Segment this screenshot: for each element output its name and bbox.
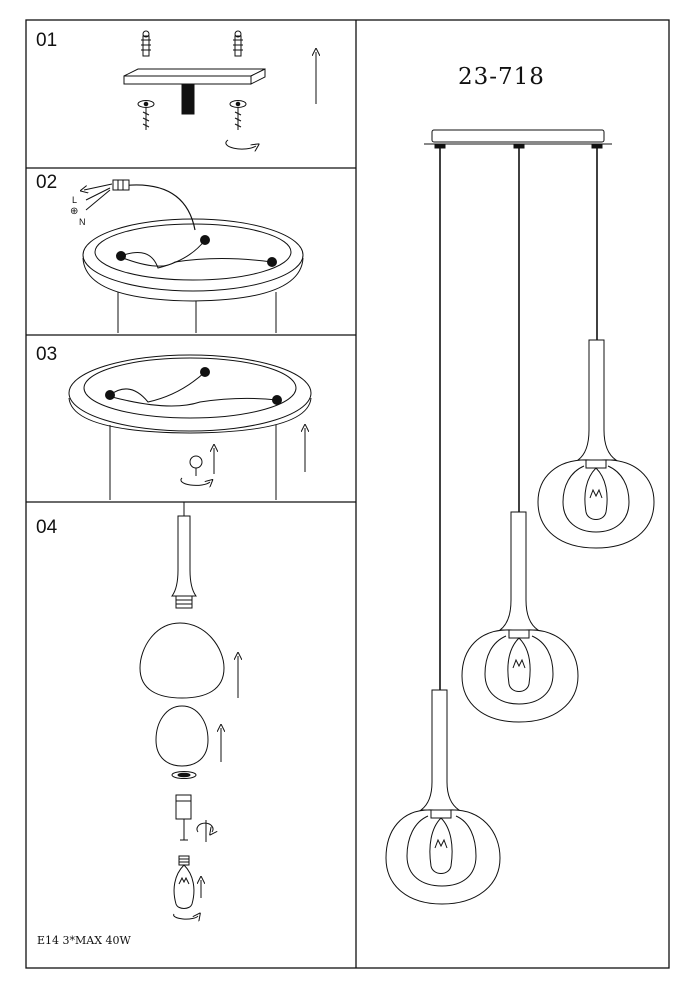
wall-plug-icon	[233, 30, 243, 57]
step-01-label: 01	[36, 30, 58, 51]
rotate-arrow-icon	[196, 822, 213, 832]
wire-earth-label: ⊕	[70, 206, 78, 217]
step-02-label: 02	[36, 172, 58, 193]
rotate-arrow-icon	[180, 477, 210, 485]
ceiling-plate	[424, 129, 612, 149]
model-number: 23-718	[458, 64, 545, 90]
fixing-nut-icon	[189, 455, 203, 476]
pendant-lamp-middle	[461, 511, 579, 723]
pendant-lamp-right	[537, 339, 655, 549]
rotate-arrow-icon	[173, 914, 198, 919]
panel-frame	[25, 19, 670, 969]
step-04-diagram	[139, 502, 238, 919]
step-01-diagram	[123, 30, 316, 149]
step-04-label: 04	[36, 517, 58, 538]
candle-bulb-icon	[173, 855, 195, 909]
wire-live-label: L	[72, 195, 77, 205]
step-03-diagram	[68, 354, 312, 500]
outer-glass-shade	[139, 622, 225, 699]
step-02-diagram	[82, 179, 304, 333]
screw-icon	[137, 100, 155, 130]
screw-icon	[229, 100, 247, 130]
rotate-arrow-icon	[225, 139, 256, 149]
inner-glass-shade	[155, 705, 209, 767]
step-03-label: 03	[36, 344, 58, 365]
canopy	[68, 354, 312, 500]
terminal-block-icon	[112, 179, 130, 191]
wall-plug-icon	[141, 30, 151, 57]
lamp-socket	[175, 794, 192, 841]
canopy	[82, 218, 304, 333]
assembled-pendant-diagram	[385, 129, 655, 905]
pendant-lamp-left	[385, 689, 501, 905]
bulb-spec: E14 3*MAX 40W	[37, 934, 131, 947]
mounting-bracket	[123, 68, 266, 115]
lamp-holder	[171, 502, 197, 609]
shade-ring	[171, 771, 197, 779]
wire-neutral-label: N	[79, 217, 86, 227]
